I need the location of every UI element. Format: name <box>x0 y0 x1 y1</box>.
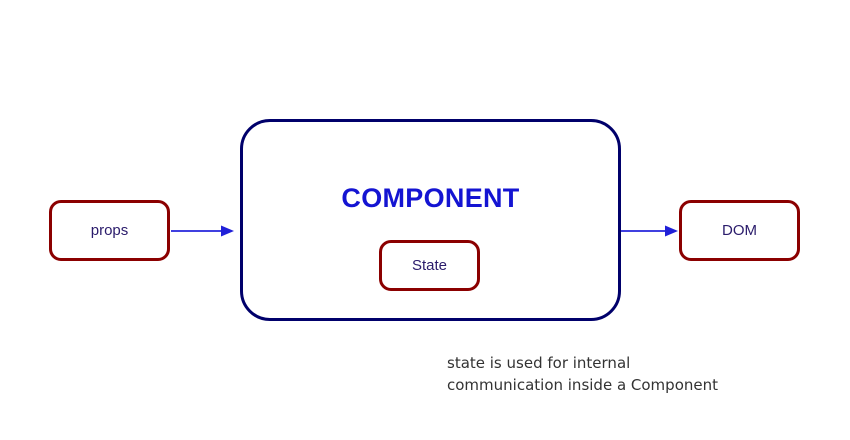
arrow-component-to-dom <box>621 225 678 237</box>
arrowhead-icon <box>221 225 234 237</box>
node-component[interactable]: COMPONENT <box>240 119 621 321</box>
node-state-label: State <box>411 257 448 274</box>
node-props-label: props <box>90 222 129 239</box>
node-dom[interactable]: DOM <box>679 200 800 261</box>
node-dom-label: DOM <box>722 222 757 239</box>
node-state[interactable]: State <box>379 240 480 291</box>
diagram-caption: state is used for internal communication… <box>447 354 718 394</box>
node-props[interactable]: props <box>49 200 170 261</box>
arrow-props-to-component <box>171 225 234 237</box>
arrowhead-icon <box>665 225 678 237</box>
component-title: COMPONENT <box>341 183 520 213</box>
